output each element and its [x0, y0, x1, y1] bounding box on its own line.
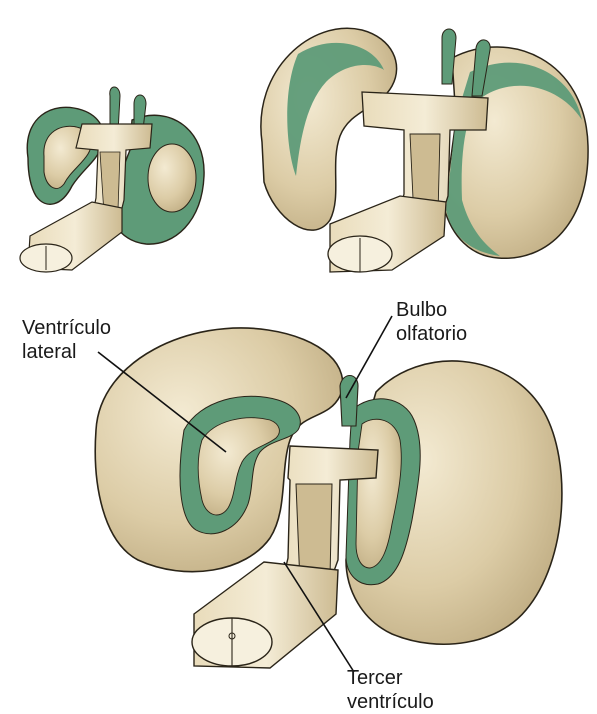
label-tercer-ventriculo-line1: Tercer	[347, 666, 434, 690]
label-bulbo-olfatorio-line1: Bulbo	[396, 298, 467, 322]
olfactory-bulb	[340, 376, 358, 427]
label-bulbo-olfatorio: Bulbo olfatorio	[396, 298, 467, 346]
label-ventriculo-lateral: Ventrículo lateral	[22, 316, 111, 364]
stage-advanced-brain	[95, 328, 562, 668]
label-tercer-ventriculo-line2: ventrículo	[347, 690, 434, 714]
stage-intermediate-brain	[261, 28, 588, 272]
stage-early-brain	[20, 87, 204, 272]
label-ventriculo-lateral-line2: lateral	[22, 340, 111, 364]
label-tercer-ventriculo: Tercer ventrículo	[347, 666, 434, 714]
label-ventriculo-lateral-line1: Ventrículo	[22, 316, 111, 340]
label-bulbo-olfatorio-line2: olfatorio	[396, 322, 467, 346]
